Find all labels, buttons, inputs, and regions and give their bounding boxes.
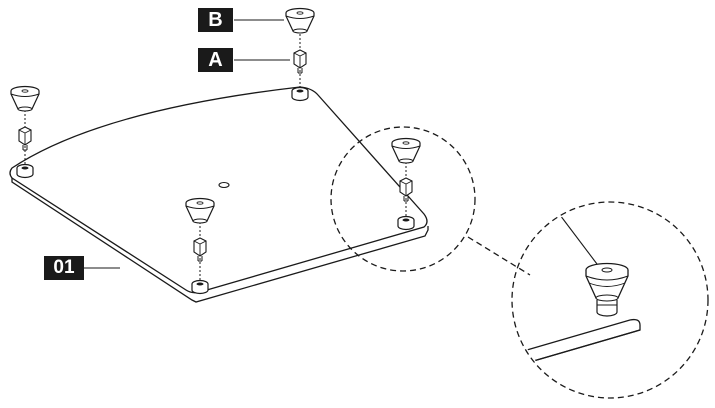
insert-left: [16, 163, 34, 179]
detail-connector: [467, 236, 531, 276]
insert-front: [191, 279, 209, 295]
cone-foot-left: [10, 85, 40, 112]
part-label-b: B: [198, 8, 233, 32]
plate-hole: [218, 181, 230, 189]
insert-top: [291, 86, 309, 102]
base-plate: [9, 86, 429, 303]
magnified-detail: [519, 214, 641, 363]
cone-foot-top: [285, 7, 315, 34]
detail-circle-small: [330, 126, 476, 272]
spike-top: [293, 49, 307, 74]
part-label-a: A: [198, 48, 233, 72]
insert-right: [397, 215, 415, 231]
part-label-01: 01: [44, 256, 84, 280]
detail-circle-large: [511, 201, 709, 399]
cone-foot-right: [391, 137, 421, 164]
